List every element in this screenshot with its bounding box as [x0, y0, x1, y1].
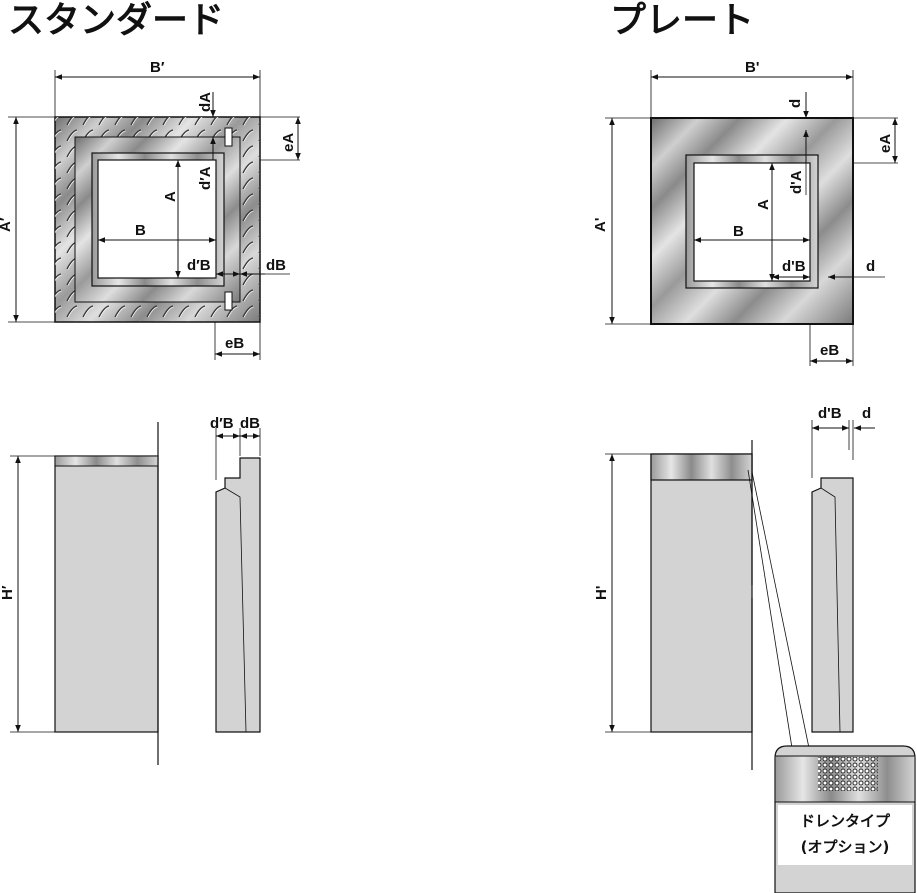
label-d-right-plate: d [866, 258, 875, 275]
label-eb-plate: eB [820, 342, 839, 359]
label-a-inner-plate: A [755, 199, 772, 210]
plate-profile-inner-line [820, 487, 841, 733]
label-b-inner-plate: B [733, 223, 744, 240]
standard-hinge-bottom [224, 291, 233, 311]
label-da: dA [197, 92, 214, 112]
label-db-side: dB [240, 415, 260, 432]
plate-opening [693, 162, 811, 282]
standard-opening [97, 159, 217, 279]
plate-top-dimensions: B' A' d d'A eA A B d'B d eB [592, 59, 898, 366]
label-d-plate-side: d [862, 405, 871, 422]
plate-profile-shape [811, 477, 854, 733]
standard-body [54, 455, 159, 733]
plate-top-view [650, 117, 854, 325]
standard-top-view [54, 116, 261, 323]
drain-callout: ドレンタイプ (オプション) [774, 745, 916, 893]
standard-top-plate [54, 455, 159, 467]
standard-section-profile: d′B dB [210, 415, 261, 733]
callout-leader-right [751, 471, 810, 749]
label-ea: eA [280, 133, 297, 152]
plate-side-view: H' [593, 440, 810, 770]
label-a-outer-standard: A′ [0, 217, 14, 232]
standard-hinge-top [224, 127, 233, 147]
plate-section-profile: d'B d [811, 405, 875, 733]
label-dpa: d′A [197, 166, 214, 190]
label-eb-standard: eB [225, 335, 244, 352]
drain-holes [818, 757, 878, 791]
label-b-outer-standard: B′ [150, 59, 165, 76]
standard-profile-inner-line [224, 487, 247, 733]
standard-side-view: H′ [0, 422, 159, 765]
label-b-inner-standard: B [135, 222, 146, 239]
label-h-outer-standard: H′ [0, 585, 16, 600]
label-d-top-plate: d [787, 99, 804, 108]
standard-profile-shape [215, 457, 261, 733]
label-h-outer-plate: H' [593, 586, 610, 600]
label-dpb-side: d′B [210, 415, 234, 432]
label-db: dB [266, 257, 286, 274]
title-plate: プレート [610, 0, 754, 41]
label-dpb-plate-side: d'B [818, 405, 842, 422]
plate-body [650, 453, 753, 733]
callout-drain-type: ドレンタイプ [800, 812, 891, 830]
label-a-inner-standard: A [162, 191, 179, 202]
standard-top-dimensions: B′ A′ dA eA d′A A B d′B dB eB [0, 59, 301, 360]
title-standard: スタンダード [8, 0, 224, 41]
label-a-outer-plate: A' [592, 218, 609, 232]
callout-leader-left [747, 469, 793, 749]
callout-label-bg [778, 805, 912, 865]
label-dpb: d′B [187, 257, 211, 274]
label-ea-plate: eA [877, 134, 894, 153]
plate-top-slab [650, 453, 753, 481]
label-b-outer-plate: B' [745, 59, 759, 76]
label-dpa-plate: d'A [788, 170, 805, 194]
label-dpb-plate: d'B [782, 258, 806, 275]
callout-option: (オプション) [801, 838, 890, 856]
